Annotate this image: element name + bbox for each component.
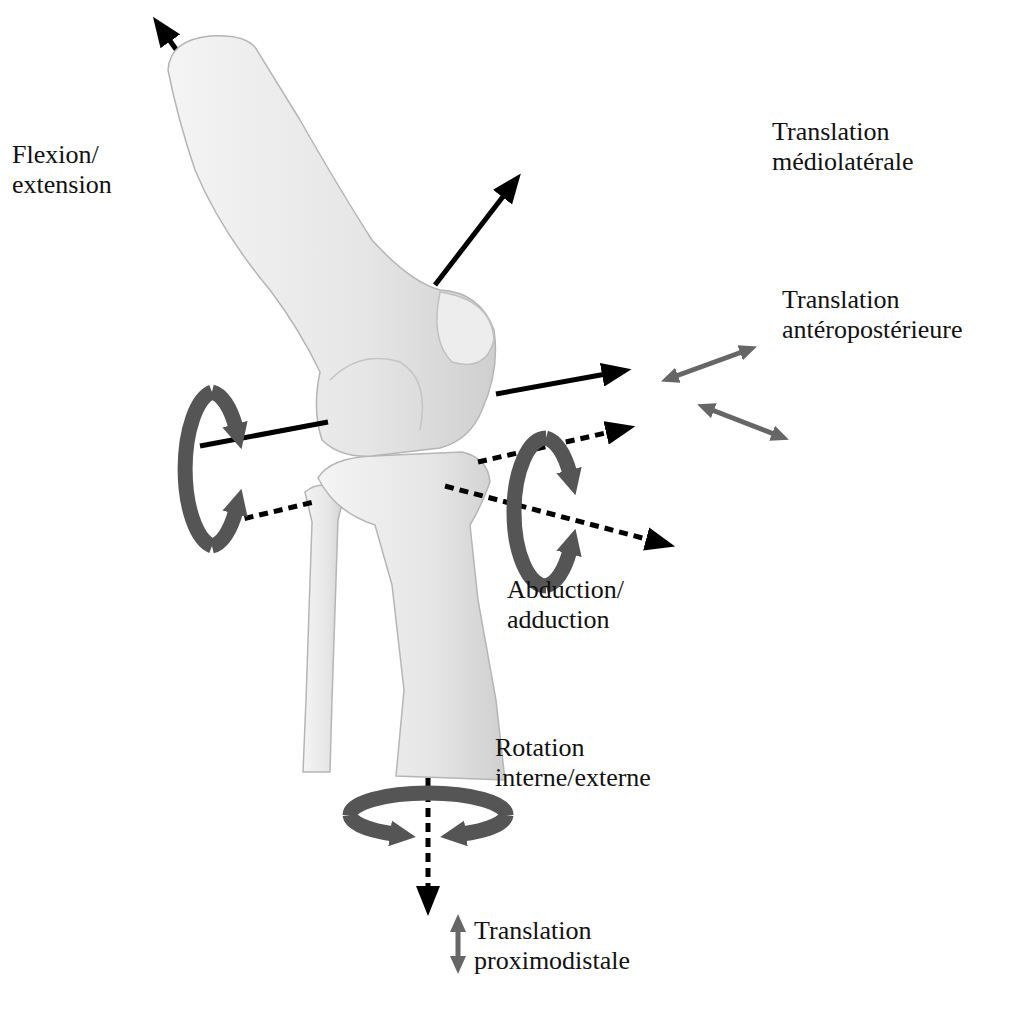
axis-label: Flexion/ extension xyxy=(12,140,137,200)
translation-arrow xyxy=(456,930,461,958)
axis-arrow xyxy=(435,194,505,285)
femur-bone xyxy=(168,36,496,456)
dashed-axis xyxy=(445,486,650,540)
axis-line xyxy=(200,422,328,446)
condyle-contour xyxy=(330,359,423,430)
tibia-bone xyxy=(318,452,505,780)
rotation-arrow xyxy=(514,438,570,586)
axis-label: Rotation interne/externe xyxy=(495,733,685,793)
axis-label: Translation proximodistale xyxy=(474,916,664,976)
rotation-arrow xyxy=(350,793,506,834)
translation-arrow xyxy=(676,352,742,376)
fibula-bone xyxy=(303,485,345,772)
axis-arrow xyxy=(496,374,606,394)
translation-arrow xyxy=(712,410,774,434)
rotation-arrow xyxy=(185,392,236,546)
axis-label: Abduction/ adduction xyxy=(507,575,642,635)
patella-bone xyxy=(437,292,494,364)
axis-label: Translation médiolatérale xyxy=(772,117,962,177)
axis-label: Translation antéropostérieure xyxy=(782,285,1007,345)
